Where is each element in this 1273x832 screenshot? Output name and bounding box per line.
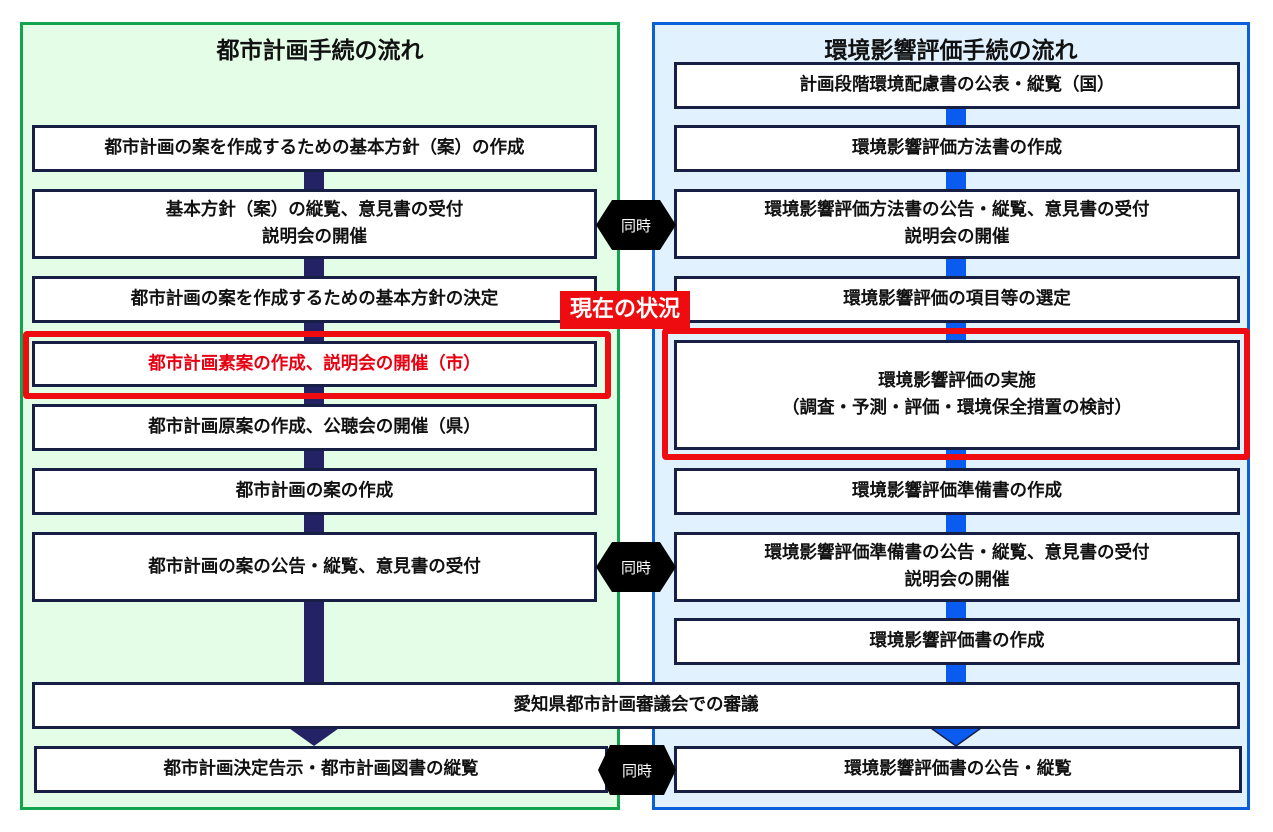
current-status-highlight-right — [662, 328, 1250, 460]
step-text: 都市計画の案の作成 — [235, 481, 394, 501]
step-text: 基本方針（案）の縦覧、意見書の受付 — [165, 200, 464, 220]
step-text: 都市計画の案を作成するための基本方針の決定 — [130, 289, 499, 309]
step-text: 都市計画の案の公告・縦覧、意見書の受付 — [148, 556, 481, 577]
step-text: 都市計画素案の作成、説明会の開催（市） — [148, 353, 481, 374]
double-arrow-icon — [598, 745, 676, 795]
right-step-4: 環境影響評価の項目等の選定 — [674, 276, 1240, 323]
simultaneous-arrow-3: 同時 — [598, 745, 676, 795]
right-step-6: 環境影響評価準備書の作成 — [674, 468, 1240, 515]
step-text: 環境影響評価方法書の公告・縦覧、意見書の受付 — [764, 200, 1150, 220]
step-text: 説明会の開催 — [904, 227, 1010, 247]
right-step-8: 環境影響評価書の作成 — [674, 618, 1240, 665]
right-final-step: 環境影響評価書の公告・縦覧 — [674, 746, 1242, 793]
step-text: 環境影響評価の実施 — [878, 371, 1036, 391]
step-text: （調査・予測・評価・環境保全措置の検討） — [782, 398, 1132, 418]
simultaneous-label: 同時 — [620, 558, 651, 577]
current-status-highlight-left — [23, 331, 611, 399]
environmental-assessment-title: 環境影響評価手続の流れ — [824, 38, 1078, 64]
step-text: 都市計画決定告示・都市計画図書の縦覧 — [163, 759, 479, 779]
step-text: 愛知県都市計画審議会での審議 — [513, 695, 759, 715]
urban-planning-title: 都市計画手続の流れ — [216, 38, 424, 64]
left-step-3: 都市計画の案を作成するための基本方針の決定 — [32, 276, 597, 323]
right-down-arrow-icon — [928, 726, 984, 747]
double-arrow-icon — [596, 200, 676, 250]
left-step-2: 基本方針（案）の縦覧、意見書の受付 説明会の開催 — [32, 189, 597, 259]
left-step-5: 都市計画原案の作成、公聴会の開催（県） — [32, 404, 597, 451]
simultaneous-arrow-2: 同時 — [596, 542, 676, 592]
left-step-4-current: 都市計画素案の作成、説明会の開催（市） — [32, 341, 597, 387]
left-step-7: 都市計画の案の公告・縦覧、意見書の受付 — [32, 532, 597, 602]
left-step-6: 都市計画の案の作成 — [32, 468, 597, 515]
left-final-step: 都市計画決定告示・都市計画図書の縦覧 — [34, 746, 608, 793]
double-arrow-icon — [596, 542, 676, 592]
step-text: 説明会の開催 — [904, 570, 1010, 590]
right-step-5-current: 環境影響評価の実施 （調査・予測・評価・環境保全措置の検討） — [674, 340, 1240, 450]
step-text: 環境影響評価方法書の作成 — [852, 138, 1062, 158]
step-text: 環境影響評価書の公告・縦覧 — [844, 759, 1072, 779]
step-text: 都市計画の案を作成するための基本方針（案）の作成 — [104, 138, 525, 158]
step-text: 環境影響評価書の作成 — [869, 631, 1045, 651]
step-text: 環境影響評価の項目等の選定 — [843, 289, 1071, 309]
step-text: 環境影響評価準備書の作成 — [852, 481, 1062, 501]
right-step-2: 環境影響評価方法書の作成 — [674, 125, 1240, 172]
left-down-arrow-icon — [286, 726, 342, 746]
right-step-3: 環境影響評価方法書の公告・縦覧、意見書の受付 説明会の開催 — [674, 189, 1240, 259]
simultaneous-label: 同時 — [621, 761, 652, 780]
shared-council-step: 愛知県都市計画審議会での審議 — [32, 682, 1240, 729]
simultaneous-label: 同時 — [620, 216, 651, 235]
step-text: 環境影響評価準備書の公告・縦覧、意見書の受付 — [764, 543, 1150, 563]
current-status-badge: 現在の状況 — [560, 291, 691, 329]
step-text: 説明会の開催 — [262, 227, 367, 247]
step-text: 都市計画原案の作成、公聴会の開催（県） — [148, 417, 481, 437]
step-text: 計画段階環境配慮書の公表・縦覧（国） — [799, 75, 1115, 95]
right-step-1: 計画段階環境配慮書の公表・縦覧（国） — [674, 62, 1240, 109]
right-step-7: 環境影響評価準備書の公告・縦覧、意見書の受付 説明会の開催 — [674, 532, 1240, 602]
left-step-1: 都市計画の案を作成するための基本方針（案）の作成 — [32, 125, 597, 172]
simultaneous-arrow-1: 同時 — [596, 200, 676, 250]
